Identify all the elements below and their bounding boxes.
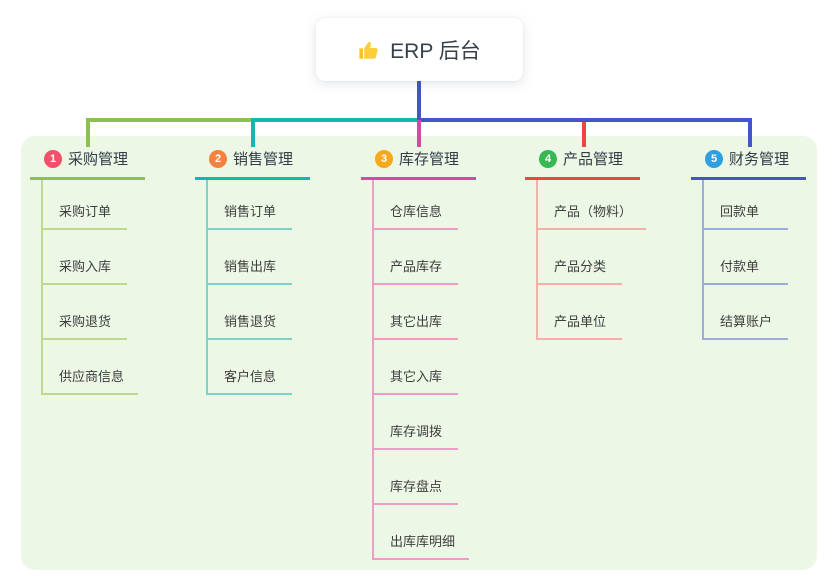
branch-label: 产品管理 — [563, 151, 624, 168]
branch-children: 产品（物料） 产品分类产品单位 — [536, 180, 657, 340]
child-node-label: 采购入库 — [59, 259, 112, 274]
child-node-label: 产品库存 — [390, 259, 443, 274]
child-node[interactable]: 供应商信息 — [43, 340, 139, 395]
branch-header-1[interactable]: 1 采购管理 — [30, 146, 145, 180]
branch-header-5[interactable]: 5 财务管理 — [691, 146, 806, 180]
child-node[interactable]: 其它入库 — [374, 340, 458, 395]
child-node[interactable]: 采购入库 — [43, 230, 127, 285]
child-node[interactable]: 销售出库 — [208, 230, 292, 285]
child-node[interactable]: 出库库明细 — [374, 505, 470, 560]
branch-children: 销售订单销售出库销售退货客户信息 — [206, 180, 327, 395]
branch-label: 库存管理 — [399, 151, 460, 168]
branch-children: 仓库信息产品库存其它出库其它入库库存调拨库存盘点出库库明细 — [372, 180, 493, 560]
child-node-label: 供应商信息 — [59, 369, 125, 384]
branch-header-4[interactable]: 4 产品管理 — [525, 146, 640, 180]
branch-header-2[interactable]: 2 销售管理 — [195, 146, 310, 180]
child-node[interactable]: 库存盘点 — [374, 450, 458, 505]
branch-2: 2 销售管理销售订单销售出库销售退货客户信息 — [195, 146, 327, 395]
child-node-label: 其它入库 — [390, 369, 443, 384]
branch-children: 回款单付款单结算账户 — [702, 180, 823, 340]
child-node-label: 采购退货 — [59, 314, 112, 329]
child-node[interactable]: 仓库信息 — [374, 180, 458, 230]
thumbs-up-icon — [359, 41, 378, 59]
child-node[interactable]: 客户信息 — [208, 340, 292, 395]
child-node[interactable]: 回款单 — [704, 180, 788, 230]
child-node[interactable]: 采购订单 — [43, 180, 127, 230]
branch-4: 4 产品管理产品（物料） 产品分类产品单位 — [525, 146, 657, 340]
child-node[interactable]: 销售退货 — [208, 285, 292, 340]
child-node[interactable]: 其它出库 — [374, 285, 458, 340]
child-node[interactable]: 产品库存 — [374, 230, 458, 285]
child-node-label: 产品（物料） — [554, 204, 633, 219]
root-label: ERP 后台 — [390, 39, 481, 63]
root-node[interactable]: ERP 后台 — [316, 18, 523, 81]
child-node[interactable]: 产品（物料） — [538, 180, 647, 230]
child-node[interactable]: 销售订单 — [208, 180, 292, 230]
child-node-label: 出库库明细 — [390, 534, 456, 549]
child-node-label: 产品单位 — [554, 314, 607, 329]
child-node[interactable]: 结算账户 — [704, 285, 788, 340]
branch-children: 采购订单采购入库采购退货供应商信息 — [41, 180, 162, 395]
branch-number-badge: 2 — [209, 149, 227, 168]
branch-number-badge: 1 — [44, 149, 62, 168]
branch-header-3[interactable]: 3 库存管理 — [361, 146, 476, 180]
branch-label: 采购管理 — [68, 151, 129, 168]
child-node-label: 付款单 — [720, 259, 760, 274]
child-node[interactable]: 采购退货 — [43, 285, 127, 340]
child-node[interactable]: 库存调拨 — [374, 395, 458, 450]
branch-5: 5 财务管理回款单付款单结算账户 — [691, 146, 823, 340]
branch-3: 3 库存管理仓库信息产品库存其它出库其它入库库存调拨库存盘点出库库明细 — [361, 146, 493, 560]
child-node-label: 库存盘点 — [390, 479, 443, 494]
child-node[interactable]: 产品分类 — [538, 230, 622, 285]
child-node-label: 结算账户 — [720, 314, 773, 329]
child-node-label: 仓库信息 — [390, 204, 443, 219]
child-node-label: 采购订单 — [59, 204, 112, 219]
child-node-label: 库存调拨 — [390, 424, 443, 439]
child-node-label: 回款单 — [720, 204, 760, 219]
branch-number-badge: 4 — [539, 149, 557, 168]
child-node-label: 销售订单 — [224, 204, 277, 219]
branch-number-badge: 3 — [375, 149, 393, 168]
child-node[interactable]: 产品单位 — [538, 285, 622, 340]
child-node-label: 销售出库 — [224, 259, 277, 274]
branch-label: 财务管理 — [729, 151, 790, 168]
branch-number-badge: 5 — [705, 149, 723, 168]
branch-1: 1 采购管理采购订单采购入库采购退货供应商信息 — [30, 146, 162, 395]
child-node-label: 销售退货 — [224, 314, 277, 329]
child-node-label: 其它出库 — [390, 314, 443, 329]
child-node-label: 产品分类 — [554, 259, 607, 274]
child-node-label: 客户信息 — [224, 369, 277, 384]
branches-panel — [21, 136, 817, 570]
child-node[interactable]: 付款单 — [704, 230, 788, 285]
branch-label: 销售管理 — [233, 151, 294, 168]
